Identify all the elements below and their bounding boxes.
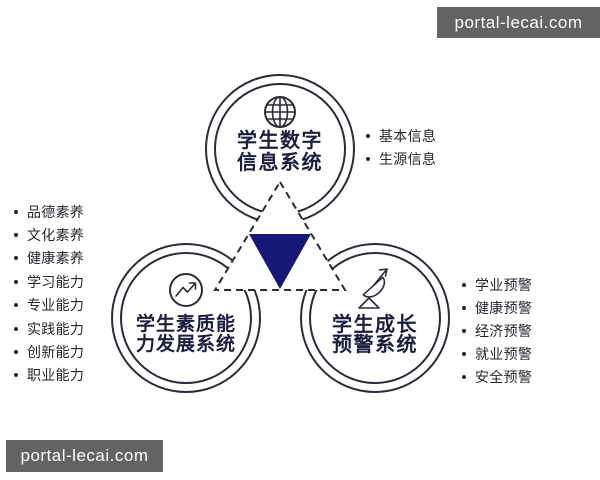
title-line: 预警系统 [332,334,418,356]
list-item-label: 健康预警 [475,299,533,316]
bullet-dot-icon [14,350,18,355]
list-item: 健康预警 [462,296,532,319]
bullet-dot-icon [366,133,370,138]
left-circle-title: 学生素质能 力发展系统 [106,315,266,355]
list-item: 学习能力 [14,270,84,293]
list-item-label: 经济预警 [475,322,533,339]
satellite-dish-icon [352,262,398,312]
list-item-label: 专业能力 [27,297,85,314]
list-item: 专业能力 [14,294,84,317]
list-item: 实践能力 [14,317,84,340]
list-item-label: 基本信息 [379,127,437,144]
list-item-label: 创新能力 [27,344,85,361]
list-item: 文化素养 [14,223,84,246]
top-circle-title: 学生数字 信息系统 [200,130,360,174]
title-line: 学生数字 [237,130,323,152]
top-circle-bullet-list: 基本信息 生源信息 [366,124,436,170]
bullet-dot-icon [462,328,466,333]
list-item-label: 职业能力 [27,367,85,384]
list-item: 经济预警 [462,319,532,342]
list-item-label: 学习能力 [27,273,85,290]
trend-up-icon [166,270,206,310]
title-line: 力发展系统 [135,334,236,355]
bullet-dot-icon [14,233,18,238]
globe-icon [260,92,300,132]
list-item-label: 实践能力 [27,320,85,337]
right-circle-bullet-list: 学业预警 健康预警 经济预警 就业预警 安全预警 [462,273,532,389]
list-item: 职业能力 [14,364,84,387]
bullet-dot-icon [14,303,18,308]
list-item: 就业预警 [462,343,532,366]
list-item-label: 品德素养 [27,203,85,220]
list-item-label: 就业预警 [475,346,533,363]
list-item: 学业预警 [462,273,532,296]
right-circle-title: 学生成长 预警系统 [295,315,455,355]
left-circle-bullet-list: 品德素养 文化素养 健康素养 学习能力 专业能力 [14,200,84,387]
title-line: 信息系统 [237,152,323,174]
left-circle-outer-ring [111,243,261,393]
list-item-label: 文化素养 [27,227,85,244]
bullet-dot-icon [462,282,466,287]
bullet-dot-icon [462,352,466,357]
bullet-dot-icon [14,279,18,284]
bullet-dot-icon [14,256,18,261]
list-item: 基本信息 [366,124,436,147]
bullet-dot-icon [366,156,370,161]
title-line: 学生素质能 [135,314,236,335]
bullet-dot-icon [14,373,18,378]
watermark-bottom-left: portal-lecai.com [6,440,163,472]
left-circle-inner-ring [120,252,252,384]
list-item: 品德素养 [14,200,84,223]
list-item-label: 生源信息 [379,150,437,167]
bullet-dot-icon [14,209,18,214]
list-item-label: 安全预警 [475,369,533,386]
list-item-label: 健康素养 [27,250,85,267]
right-circle-outer-ring [300,243,450,393]
bullet-dot-icon [462,375,466,380]
list-item-label: 学业预警 [475,276,533,293]
right-circle-inner-ring [309,252,441,384]
bullet-dot-icon [14,326,18,331]
list-item: 健康素养 [14,247,84,270]
list-item: 创新能力 [14,340,84,363]
solid-inverted-triangle [249,234,311,289]
watermark-top-right: portal-lecai.com [437,7,600,38]
list-item: 安全预警 [462,366,532,389]
list-item: 生源信息 [366,147,436,170]
title-line: 学生成长 [332,314,418,336]
bullet-dot-icon [462,305,466,310]
